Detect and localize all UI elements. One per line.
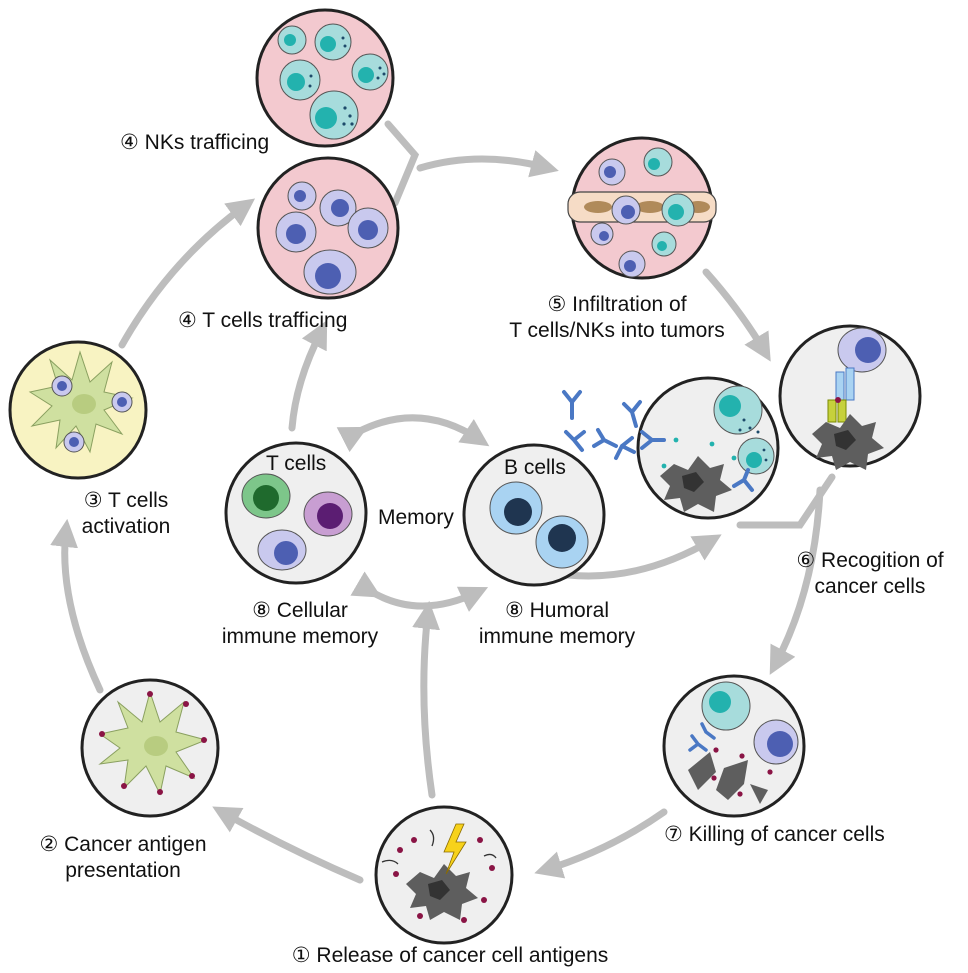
- t-cell: [753, 719, 799, 765]
- nk-cell: [277, 25, 307, 55]
- cycle-arrows: [50, 120, 836, 884]
- step-8-humoral-memory-label: ⑧ Humoral immune memory: [462, 598, 652, 650]
- arrow-5-to-6: [702, 268, 771, 362]
- label-line-2: activation: [81, 515, 171, 538]
- b-cell: [535, 515, 589, 569]
- panel-b-cell-memory: [462, 443, 606, 587]
- step-2-presentation-label: ② Cancer antigen presentation: [8, 832, 238, 884]
- panel-receptor-recognition: [778, 324, 922, 470]
- memory-arrow-bottom: [350, 571, 489, 612]
- arrow-1-to-2: [212, 806, 364, 884]
- nk-cell: [713, 385, 763, 435]
- nk-cell: [643, 147, 673, 177]
- nk-cell: [661, 193, 695, 227]
- step-1-release-label: ① Release of cancer cell antigens: [270, 943, 630, 969]
- panel-killing: [662, 674, 806, 818]
- antibody-icon: [732, 468, 754, 492]
- t-cell: [111, 391, 133, 413]
- label-line-1: ⑥ Recogition of: [796, 549, 944, 572]
- label-line-1: ③ T cells: [83, 489, 169, 512]
- cancer-cell-fragment: [750, 784, 768, 804]
- t-cells-label: T cells: [266, 452, 327, 475]
- t-cell: [618, 250, 646, 278]
- panel-antigen-release: [374, 805, 514, 945]
- antibody-icon: [592, 428, 618, 448]
- arrow-3-to-4: [118, 198, 256, 349]
- label-line-1: ⑧ Cellular: [252, 599, 348, 622]
- label-line: ⑦ Killing of cancer cells: [664, 823, 885, 846]
- t-cell: [51, 375, 73, 397]
- step-4-t-cell-trafficking-label: ④ T cells trafficing: [178, 308, 347, 334]
- label-line-2: T cells/NKs into tumors: [509, 319, 725, 342]
- arrow-tcells-to-4: [288, 320, 328, 432]
- label-line: ④ NKs trafficing: [120, 131, 270, 154]
- panel-antigen-presentation: [80, 678, 220, 818]
- step-3-activation-label: ③ T cells activation: [56, 488, 196, 540]
- arrow-4-branch: [384, 120, 420, 207]
- label-line-2: presentation: [65, 859, 181, 882]
- nk-cell: [737, 437, 775, 475]
- nk-cell: [309, 90, 359, 140]
- step-7-killing-label: ⑦ Killing of cancer cells: [664, 822, 885, 848]
- label-line: ④ T cells trafficing: [178, 309, 348, 332]
- t-cell: [63, 431, 85, 453]
- step-6-recognition-label: ⑥ Recogition of cancer cells: [780, 548, 960, 600]
- label-line-2: immune memory: [221, 625, 379, 648]
- label-line-2: cancer cells: [814, 575, 926, 598]
- t-cell: [287, 181, 317, 211]
- label-line-1: ② Cancer antigen: [39, 833, 207, 856]
- b-cells-label: B cells: [504, 456, 566, 479]
- step-8-cellular-memory-label: ⑧ Cellular immune memory: [210, 598, 390, 650]
- t-cell-receptor: [827, 367, 855, 423]
- panel-t-cell-memory: [224, 441, 368, 585]
- antibody-icon: [562, 390, 582, 420]
- label-line-2: immune memory: [478, 625, 636, 648]
- nk-cell: [351, 53, 389, 91]
- memory-t-cell-green: [241, 473, 291, 519]
- step-4-nk-trafficking-label: ④ NKs trafficing: [120, 130, 269, 156]
- t-cell: [319, 189, 357, 227]
- panel-t-cell-activation: [8, 340, 148, 480]
- t-cell: [837, 327, 887, 373]
- arrow-2-to-3: [50, 518, 104, 694]
- arrow-7-to-1: [534, 808, 668, 879]
- b-cell: [489, 481, 543, 535]
- memory-label: Memory: [378, 506, 454, 529]
- antibody-icon: [622, 400, 642, 428]
- nk-cell: [314, 23, 352, 61]
- lightning-bolt-icon: [443, 823, 467, 875]
- t-cell: [275, 211, 317, 253]
- panel-nk-trafficking: [255, 8, 395, 148]
- nk-cell: [651, 231, 677, 257]
- panel-antibody-recognition: [636, 376, 780, 520]
- label-line-1: ⑤ Infiltration of: [547, 293, 687, 316]
- arrow-1-to-memory: [412, 600, 441, 799]
- arrow-bcells-to-antibody: [564, 534, 722, 580]
- panel-t-cell-trafficking: [256, 156, 400, 300]
- step-5-infiltration-label: ⑤ Infiltration of T cells/NKs into tumor…: [492, 292, 742, 344]
- antibody-icon: [640, 430, 666, 450]
- memory-arrow-top: [336, 414, 490, 453]
- arrow-6-branch: [736, 473, 836, 529]
- t-cell: [303, 249, 357, 295]
- memory-t-cell-purple: [303, 491, 353, 537]
- cancer-cell-fragment: [688, 752, 716, 790]
- panel-infiltration: [567, 136, 717, 280]
- antibody-icon: [564, 430, 586, 452]
- arrow-4-to-5: [416, 150, 559, 178]
- t-cell: [611, 195, 641, 225]
- t-cell: [590, 222, 614, 246]
- t-cell: [598, 158, 626, 186]
- memory-t-cell-blue: [257, 529, 307, 571]
- nk-cell: [279, 59, 321, 101]
- cancer-cell-fragment: [716, 760, 748, 800]
- arrow-6-to-7: [769, 486, 824, 675]
- nk-cell: [701, 681, 751, 731]
- label-line: ① Release of cancer cell antigens: [291, 944, 609, 967]
- label-line-1: ⑧ Humoral: [504, 599, 609, 622]
- antibody-icon: [614, 436, 636, 460]
- t-cell: [347, 207, 389, 249]
